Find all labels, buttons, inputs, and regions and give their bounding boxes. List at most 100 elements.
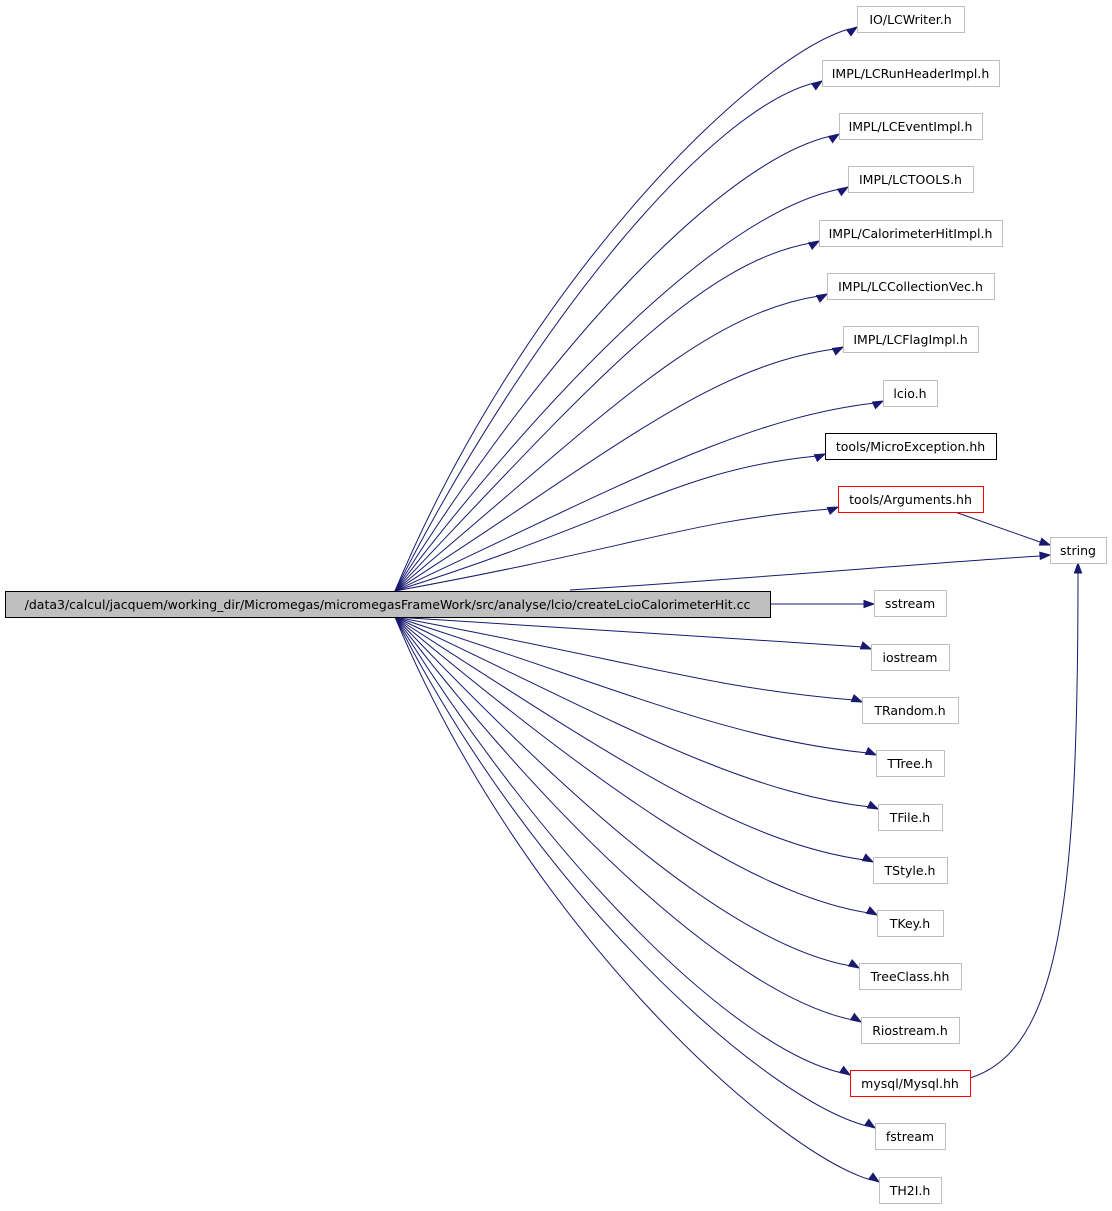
- edge-root-to-lccollvec: [394, 293, 829, 592]
- node-tfile[interactable]: TFile.h: [878, 804, 943, 831]
- edge-arrowhead: [867, 1172, 881, 1183]
- node-trandom[interactable]: TRandom.h: [862, 697, 959, 724]
- node-lceventimpl[interactable]: IMPL/LCEventImpl.h: [839, 113, 983, 140]
- node-label: TreeClass.hh: [870, 969, 950, 984]
- node-label: string: [1060, 543, 1096, 558]
- edge-arrowhead: [807, 240, 821, 251]
- node-box: [822, 60, 1000, 87]
- node-tstyle[interactable]: TStyle.h: [873, 857, 948, 884]
- edge-root-to-trandom: [394, 616, 864, 703]
- edge-arrowhead: [849, 1012, 863, 1023]
- edge-line: [394, 82, 815, 592]
- edge-root-to-sstream: [770, 599, 876, 609]
- node-label: TH2I.h: [889, 1183, 931, 1198]
- node-lccollvec[interactable]: IMPL/LCCollectionVec.h: [827, 273, 995, 300]
- nodes-layer: /data3/calcul/jacquem/working_dir/Microm…: [5, 6, 1107, 1204]
- node-label: IMPL/LCRunHeaderImpl.h: [832, 66, 990, 81]
- edge-root-to-treeclass: [394, 616, 861, 969]
- node-box: [876, 750, 945, 777]
- node-label: Riostream.h: [872, 1023, 948, 1038]
- edge-line: [394, 616, 852, 967]
- node-lctools[interactable]: IMPL/LCTOOLS.h: [848, 166, 974, 193]
- edge-line: [394, 616, 871, 808]
- node-fstream[interactable]: fstream: [875, 1123, 946, 1150]
- edge-arrowhead: [1038, 537, 1052, 546]
- edge-line: [394, 28, 850, 592]
- edge-arrowhead: [826, 506, 840, 515]
- node-box: [825, 433, 997, 460]
- edge-arrowhead: [863, 599, 876, 609]
- node-th2i[interactable]: TH2I.h: [879, 1177, 942, 1204]
- edge-arrowhead: [863, 1118, 877, 1129]
- node-lcflagimpl[interactable]: IMPL/LCFlagImpl.h: [843, 326, 979, 353]
- edge-root-to-ttree: [394, 616, 878, 756]
- edge-line: [394, 616, 864, 648]
- edge-line: [394, 188, 841, 592]
- edge-arrowhead: [845, 26, 859, 37]
- edge-line: [394, 616, 855, 701]
- edge-arguments-to-string: [954, 511, 1052, 546]
- edge-mysql-to-string: [969, 561, 1083, 1079]
- edge-root-to-th2i: [394, 616, 881, 1183]
- edge-line: [394, 616, 869, 754]
- edge-arrowhead: [838, 1065, 852, 1076]
- node-box: [848, 166, 974, 193]
- edge-arrowhead: [865, 906, 879, 916]
- edge-arrowhead: [859, 641, 873, 650]
- node-string[interactable]: string: [1050, 537, 1107, 564]
- node-lcio[interactable]: lcio.h: [883, 380, 938, 407]
- node-tkey[interactable]: TKey.h: [877, 910, 944, 937]
- node-label: tools/Arguments.hh: [849, 492, 972, 507]
- edge-arrowhead: [1039, 551, 1052, 561]
- edge-root-to-lcio: [394, 400, 885, 592]
- edge-arrowhead: [861, 853, 875, 863]
- edge-root-to-mysql: [394, 616, 852, 1076]
- edge-arrowhead: [827, 133, 841, 144]
- node-arguments[interactable]: tools/Arguments.hh: [838, 486, 984, 513]
- node-root-file[interactable]: /data3/calcul/jacquem/working_dir/Microm…: [5, 591, 771, 618]
- edge-line: [394, 295, 820, 592]
- edge-line: [394, 135, 832, 592]
- node-lcrunheader[interactable]: IMPL/LCRunHeaderImpl.h: [822, 60, 1000, 87]
- node-label: mysql/Mysql.hh: [861, 1076, 959, 1091]
- node-box: [1050, 537, 1107, 564]
- edge-arrowhead: [813, 453, 827, 463]
- node-box: [5, 591, 771, 618]
- edge-arrowhead: [810, 80, 824, 91]
- node-label: tools/MicroException.hh: [836, 439, 985, 454]
- node-calohitimpl[interactable]: IMPL/CalorimeterHitImpl.h: [819, 220, 1003, 247]
- edge-arrowhead: [1073, 561, 1083, 574]
- edge-line: [394, 616, 868, 1127]
- edge-line: [394, 616, 843, 1074]
- node-box: [839, 113, 983, 140]
- node-box: [857, 6, 965, 33]
- edge-root-to-microexception: [394, 453, 827, 592]
- node-label: IMPL/LCEventImpl.h: [849, 119, 973, 134]
- edge-root-to-tfile: [394, 616, 880, 810]
- edge-line: [394, 402, 876, 592]
- node-ttree[interactable]: TTree.h: [876, 750, 945, 777]
- node-label: TStyle.h: [884, 863, 936, 878]
- node-label: TFile.h: [889, 810, 930, 825]
- edge-root-to-lctools: [394, 186, 850, 592]
- node-label: TTree.h: [886, 756, 932, 771]
- node-box: [879, 1177, 942, 1204]
- node-microexception[interactable]: tools/MicroException.hh: [825, 433, 997, 460]
- node-sstream[interactable]: sstream: [874, 590, 947, 617]
- edges-layer: [394, 26, 1083, 1183]
- node-treeclass[interactable]: TreeClass.hh: [859, 963, 962, 990]
- edge-arrowhead: [831, 346, 845, 356]
- node-box: [878, 804, 943, 831]
- edge-root-to-lcflagimpl: [394, 346, 845, 592]
- node-riostream[interactable]: Riostream.h: [861, 1017, 960, 1044]
- edge-line: [394, 242, 812, 592]
- node-box: [859, 963, 962, 990]
- node-box: [871, 644, 950, 671]
- node-lcwriter[interactable]: IO/LCWriter.h: [857, 6, 965, 33]
- node-iostream[interactable]: iostream: [871, 644, 950, 671]
- edge-line: [394, 455, 818, 592]
- node-label: IMPL/LCFlagImpl.h: [853, 332, 967, 347]
- node-mysql[interactable]: mysql/Mysql.hh: [850, 1070, 971, 1097]
- node-label: fstream: [886, 1129, 934, 1144]
